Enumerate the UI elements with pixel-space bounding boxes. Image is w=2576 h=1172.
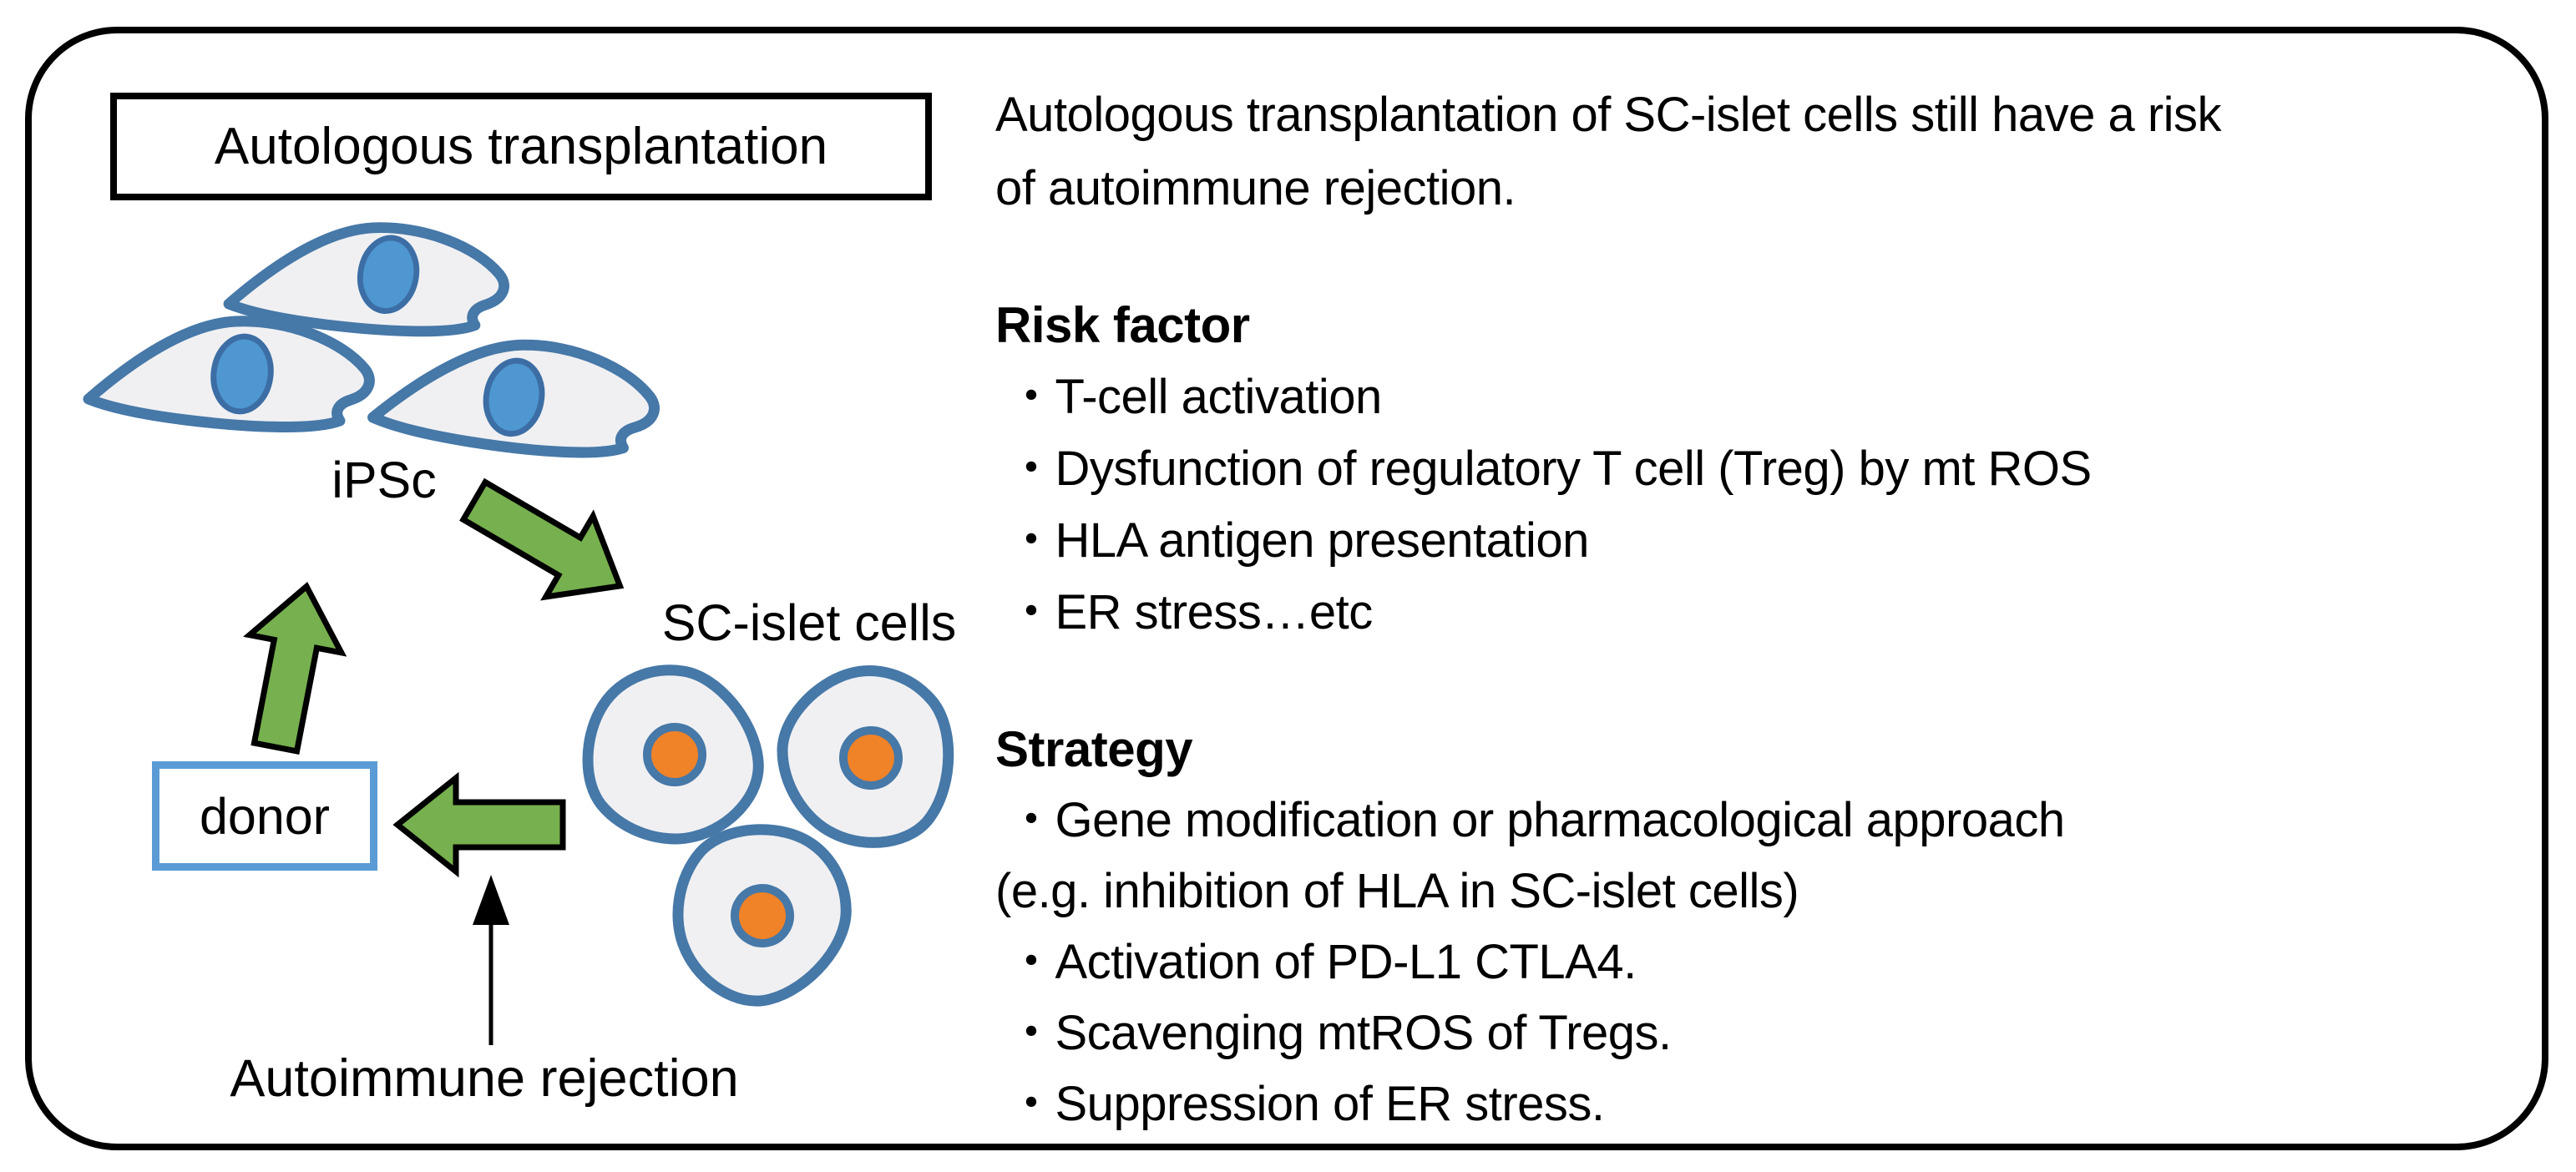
risk-item: ・T-cell activation	[1007, 370, 1382, 424]
strategy-item: ・Suppression of ER stress.	[1007, 1077, 1605, 1131]
strategy-section: Strategy ・Gene modification or pharmacol…	[995, 714, 2065, 1139]
islet-cell	[672, 824, 852, 1007]
strategy-item-continuation: (e.g. inhibition of HLA in SC-islet cell…	[995, 864, 1799, 918]
ipsc-cell	[367, 339, 660, 458]
ipsc-label: iPSc	[331, 452, 437, 508]
strategy-item: ・Gene modification or pharmacological ap…	[1007, 793, 2065, 847]
ipsc-cell	[83, 316, 375, 432]
autologous-transplantation-box-label: Autologous transplantation	[214, 118, 828, 175]
autoimmune-rejection-label: Autoimmune rejection	[230, 1049, 739, 1108]
intro-paragraph: Autologous transplantation of SC-islet c…	[995, 78, 2222, 225]
risk-factor-section: Risk factor ・T-cell activation ・Dysfunct…	[995, 290, 2092, 649]
sc-islet-cells-label: SC-islet cells	[661, 594, 957, 651]
arrow-sc-islet-to-donor	[392, 771, 566, 878]
donor-box-label: donor	[199, 787, 330, 845]
ipsc-cells-illustration	[83, 222, 660, 458]
autoimmune-rejection-arrow	[473, 875, 509, 1045]
figure-border	[25, 27, 2548, 1150]
sc-islet-cells-illustration	[582, 664, 954, 1007]
risk-item: ・Dysfunction of regulatory T cell (Treg)…	[1007, 442, 2092, 496]
strategy-item: ・Scavenging mtROS of Tregs.	[1007, 1006, 1672, 1060]
donor-box: donor	[152, 761, 377, 871]
arrow-donor-to-ipsc	[243, 582, 347, 755]
intro-line-2: of autoimmune rejection.	[995, 161, 1516, 215]
islet-cell	[777, 665, 954, 848]
risk-item: ・HLA antigen presentation	[1007, 513, 1589, 568]
risk-factor-heading: Risk factor	[995, 297, 1250, 353]
arrow-ipsc-to-sc-islet	[459, 477, 625, 601]
ipsc-cell	[223, 222, 509, 337]
intro-line-1: Autologous transplantation of SC-islet c…	[995, 88, 2222, 142]
strategy-heading: Strategy	[995, 721, 1193, 777]
strategy-item: ・Activation of PD-L1 CTLA4.	[1007, 935, 1637, 989]
islet-cell	[582, 664, 764, 845]
autologous-transplantation-box: Autologous transplantation	[110, 93, 932, 200]
risk-item: ・ER stress…etc	[1007, 585, 1373, 639]
